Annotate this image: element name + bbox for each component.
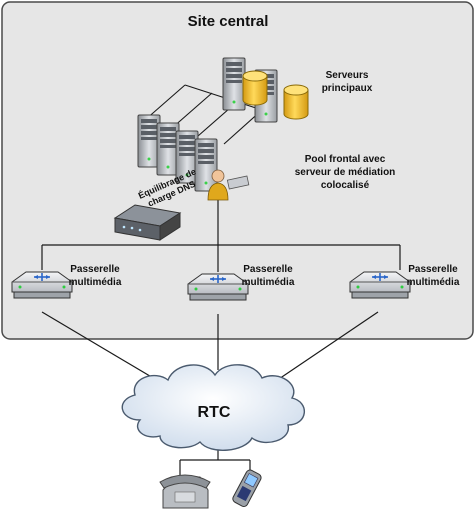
gateway-center-label-line2: multimédia (242, 277, 295, 288)
servers-label-line1: Serveurs (326, 70, 369, 81)
servers-label-line2: principaux (322, 83, 373, 94)
admin-person-icon (207, 169, 229, 201)
pstn-label: RTC (198, 404, 231, 421)
desk-phone-icon (159, 474, 211, 509)
gateway-right (349, 271, 411, 299)
mobile-phone-icon (232, 469, 262, 507)
gateway-center (187, 273, 249, 301)
pool-label-line1: Pool frontal avec (305, 154, 386, 165)
site-central-box (1, 1, 474, 340)
gateway-left (11, 271, 73, 299)
site-title: Site central (188, 13, 269, 30)
keyboard-icon (226, 175, 250, 190)
gateway-center-label-line1: Passerelle (243, 264, 293, 275)
gateway-left-label-line2: multimédia (69, 277, 122, 288)
pool-label-line2: serveur de médiation (295, 167, 396, 178)
gateway-right-label-line2: multimédia (407, 277, 460, 288)
load-balancer-appliance (113, 204, 182, 241)
gateway-right-label-line1: Passerelle (408, 264, 458, 275)
pool-label-line3: colocalisé (321, 180, 370, 191)
gateway-left-label-line1: Passerelle (70, 264, 120, 275)
pstn-cloud (121, 364, 305, 451)
